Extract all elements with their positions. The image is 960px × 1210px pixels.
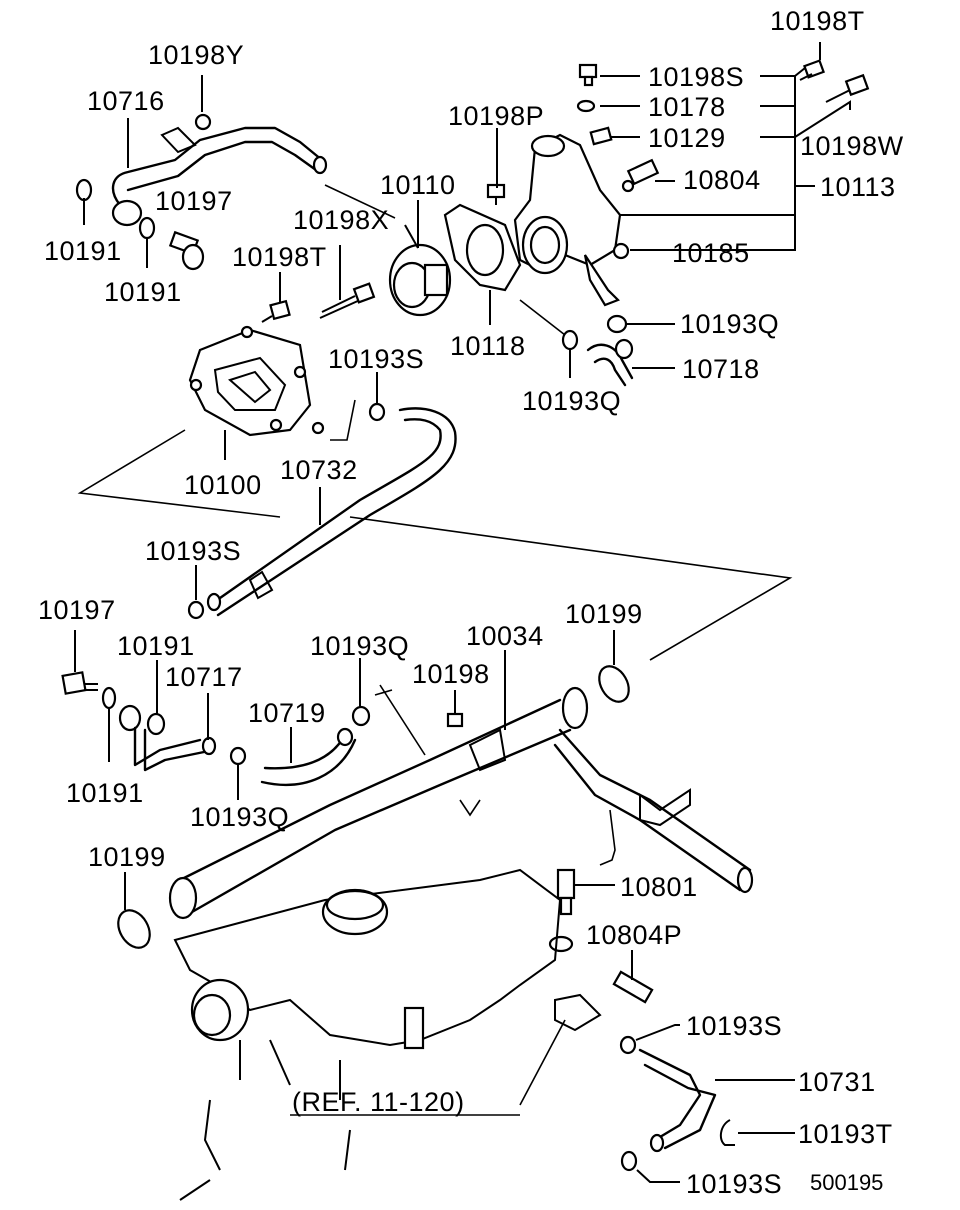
label-10716: 10716 [87, 86, 165, 116]
label-10191-d: 10191 [66, 778, 144, 808]
label-10199-b: 10199 [88, 842, 166, 872]
label-10198W: 10198W [800, 131, 904, 161]
bolt-10198T-top [799, 59, 825, 81]
label-10193S-a: 10193S [328, 344, 424, 374]
label-10185: 10185 [672, 238, 750, 268]
label-10804P: 10804P [586, 920, 682, 950]
clamp-10193Q-a [606, 314, 628, 334]
label-10193S-d: 10193S [686, 1169, 782, 1199]
label-10197-top: 10197 [155, 186, 233, 216]
label-10193Q-a: 10193Q [680, 309, 779, 339]
label-10191-a: 10191 [44, 236, 122, 266]
clamp-10193S-a [368, 402, 386, 422]
washer-10178 [576, 99, 596, 113]
washer-10191-b [138, 216, 156, 240]
clamp-10193Q-b [561, 329, 579, 351]
clamp-10193S-b [187, 600, 205, 620]
hose-10716 [111, 126, 328, 227]
bolt-10198T-mid [261, 299, 291, 323]
reference-note: (REF. 11-120) [292, 1087, 465, 1117]
label-10197-mid: 10197 [38, 595, 116, 625]
gasket-10118 [443, 203, 522, 292]
label-10198: 10198 [412, 659, 490, 689]
outlet-fitting-10113 [513, 133, 622, 307]
sensor-10801 [556, 868, 576, 916]
leader-lines [74, 42, 851, 1183]
label-10731: 10731 [798, 1067, 876, 1097]
washer-10191-d [146, 712, 166, 736]
hose-10718 [586, 338, 634, 387]
label-10198S: 10198S [648, 62, 744, 92]
label-10718: 10718 [682, 354, 760, 384]
label-10193S-b: 10193S [145, 536, 241, 566]
bolt-10198Y [194, 113, 212, 131]
label-10100: 10100 [184, 470, 262, 500]
sensor-10804P [612, 970, 654, 1004]
label-10193S-c: 10193S [686, 1011, 782, 1041]
sensor-10804 [621, 158, 660, 193]
washer-10191-c [101, 686, 117, 710]
pipe-10717 [118, 704, 217, 772]
water-pump-10100 [188, 325, 325, 437]
label-10113: 10113 [820, 172, 896, 202]
hose-10731 [638, 1048, 717, 1153]
washer-10191-a [75, 178, 93, 202]
pipe-10732 [206, 407, 457, 617]
clamp-10193S-d [620, 1150, 638, 1172]
label-10193Q-b: 10193Q [522, 386, 621, 416]
label-10732: 10732 [280, 455, 358, 485]
label-10717: 10717 [165, 662, 243, 692]
diagram-code: 500195 [810, 1170, 883, 1195]
label-10198X: 10198X [293, 205, 389, 235]
label-10198Y: 10198Y [148, 40, 244, 70]
label-10034: 10034 [466, 621, 544, 651]
label-10199-a: 10199 [565, 599, 643, 629]
plug-10185 [612, 242, 630, 260]
label-10719: 10719 [248, 698, 326, 728]
bolt-10198X [319, 282, 376, 319]
washer-10804P [548, 935, 574, 953]
ring-10199-a [598, 665, 630, 703]
label-10198P: 10198P [448, 101, 544, 131]
clamp-10193Q-c [351, 705, 371, 727]
clamp-10193S-c [619, 1035, 637, 1055]
clip-10193T [719, 1119, 735, 1146]
label-10198T-mid: 10198T [232, 242, 327, 272]
bolt-10198W [825, 73, 870, 103]
bolt-10198 [446, 712, 464, 728]
bolt-10197-mid [61, 671, 98, 695]
labels: 10198T 10198Y 10716 10198S 10178 10129 1… [38, 6, 904, 1199]
label-10191-b: 10191 [104, 277, 182, 307]
label-10129: 10129 [648, 123, 726, 153]
label-10801: 10801 [620, 872, 698, 902]
bolt-10198S [578, 63, 598, 87]
hose-10719 [260, 727, 357, 786]
label-10118: 10118 [450, 331, 526, 361]
main-pipe-10034 [168, 686, 754, 920]
ring-10199-b [117, 909, 151, 949]
clamp-10193Q-d [229, 746, 247, 766]
bolt-10197-top [168, 230, 205, 271]
label-10193T: 10193T [798, 1119, 893, 1149]
label-10193Q-c: 10193Q [310, 631, 409, 661]
label-10178: 10178 [648, 92, 726, 122]
label-10198T-top: 10198T [770, 6, 865, 36]
label-10804: 10804 [683, 165, 761, 195]
valve-10129 [589, 126, 613, 146]
thermostat-10110 [388, 243, 452, 317]
label-10110: 10110 [380, 170, 456, 200]
label-10193Q-d: 10193Q [190, 802, 289, 832]
engine-head [173, 868, 602, 1201]
label-10191-c: 10191 [117, 631, 195, 661]
